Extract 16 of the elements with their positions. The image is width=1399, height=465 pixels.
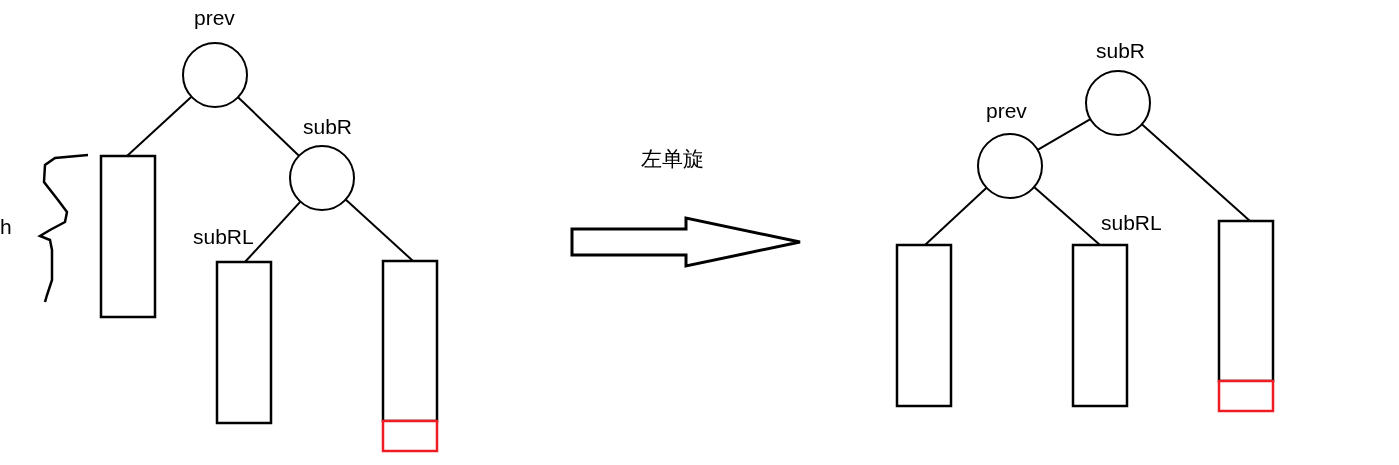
node-label: subRL: [193, 226, 254, 248]
edge-line: [1036, 118, 1092, 151]
edge-line: [344, 198, 414, 262]
edge-line: [126, 95, 193, 157]
node-label: subR: [303, 116, 353, 138]
edge-line: [924, 186, 988, 246]
height-label: h: [0, 216, 12, 238]
edge-line: [237, 96, 300, 157]
node-label: prev: [986, 100, 1027, 122]
node-label: subRL: [1101, 212, 1162, 234]
edge-line: [1033, 186, 1101, 246]
rotation-label: 左单旋: [641, 148, 704, 170]
edge-line: [244, 200, 302, 263]
node-label: subR: [1096, 40, 1146, 62]
node-label: prev: [194, 7, 235, 29]
edge-line: [1140, 123, 1251, 222]
